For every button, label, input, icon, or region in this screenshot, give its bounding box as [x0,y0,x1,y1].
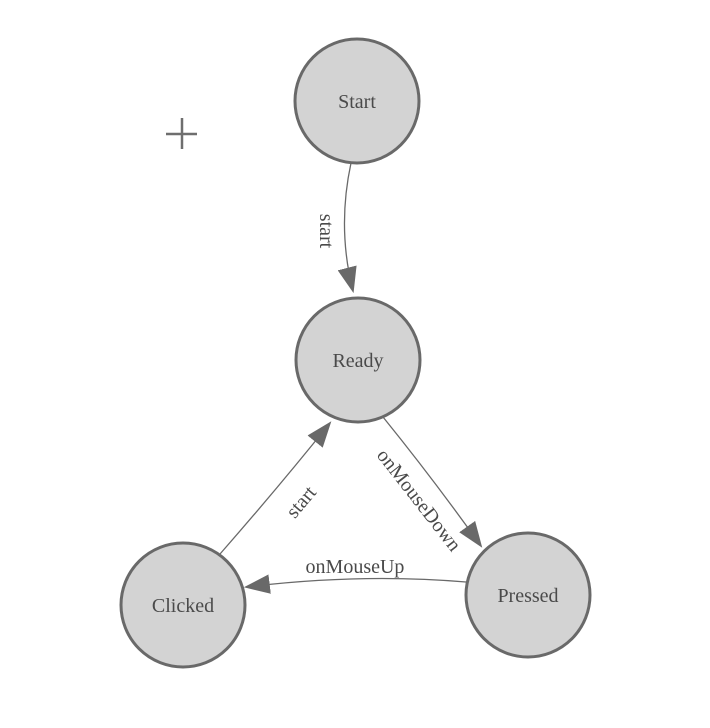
transition-line[interactable] [219,421,332,555]
state-circle[interactable] [293,37,421,165]
state-label: Pressed [497,585,558,607]
transition-label: onMouseUp [306,556,405,578]
transition-label: start [315,214,337,249]
state-label: Ready [332,350,383,372]
state-circle[interactable] [119,541,247,669]
transition-line[interactable] [243,574,467,594]
state-circle[interactable] [464,531,592,659]
transition-clicked-to-ready[interactable]: start [219,421,332,555]
transition-pressed-to-clicked[interactable]: onMouseUp [243,556,467,594]
state-circle[interactable] [294,296,422,424]
state-label: Start [338,91,376,113]
crosshair-cursor-icon [166,118,197,149]
state-node-ready[interactable]: Ready [294,296,422,424]
state-label: Clicked [152,595,214,617]
state-node-start[interactable]: Start [293,37,421,165]
state-node-clicked[interactable]: Clicked [119,541,247,669]
transition-ready-to-pressed[interactable]: onMouseDown [372,416,483,556]
transition-line[interactable] [337,162,357,294]
transition-start-to-ready[interactable]: start [315,162,357,294]
transition-line[interactable] [382,416,483,548]
state-node-pressed[interactable]: Pressed [464,531,592,659]
transition-label: start [282,482,321,523]
